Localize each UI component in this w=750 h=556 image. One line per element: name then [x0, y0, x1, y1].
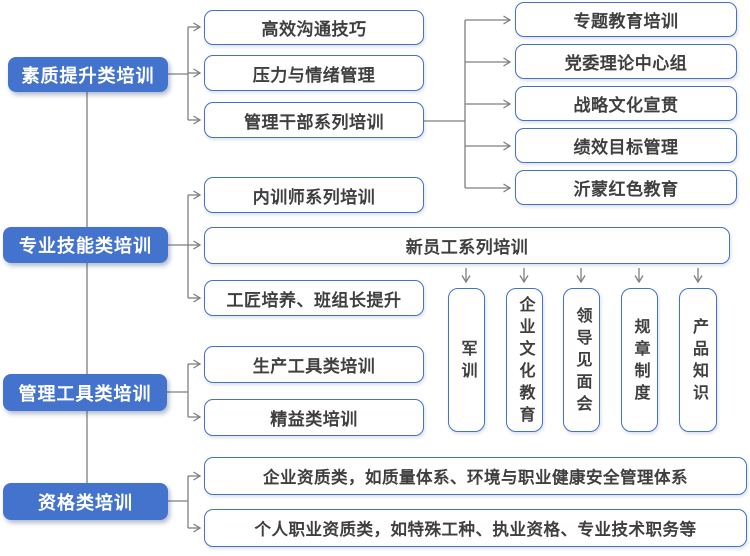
item-new-employee-training: 新员工系列培训 — [204, 227, 730, 264]
item-production-tools-training: 生产工具类培训 — [204, 346, 424, 383]
category-management-tools: 管理工具类培训 — [3, 374, 167, 411]
category-quality-improvement: 素质提升类培训 — [8, 57, 168, 92]
item-personal-qualification: 个人职业资质类，如特殊工种、执业资格、专业技术职务等 — [204, 509, 747, 547]
item-stress-emotion-management: 压力与情绪管理 — [204, 55, 424, 91]
subitem-party-committee-theory-group: 党委理论中心组 — [515, 44, 737, 79]
subitem-special-education-training: 专题教育培训 — [515, 2, 737, 37]
item-enterprise-qualification: 企业资质类，如质量体系、环境与职业健康安全管理体系 — [204, 457, 747, 495]
subitem-corporate-culture-education: 企业文化教育 — [506, 288, 543, 432]
subitem-leadership-meeting: 领导见面会 — [563, 288, 600, 432]
category-professional-skills: 专业技能类培训 — [3, 227, 168, 263]
subitem-military-training: 军训 — [448, 288, 485, 432]
category-qualification: 资格类培训 — [3, 483, 168, 520]
item-craftsman-team-leader: 工匠培养、班组长提升 — [204, 280, 424, 316]
item-communication-skills: 高效沟通技巧 — [204, 10, 424, 45]
item-management-cadre-training: 管理干部系列培训 — [204, 102, 424, 138]
subitem-product-knowledge: 产品知识 — [679, 288, 717, 432]
subitem-performance-goal-management: 绩效目标管理 — [515, 128, 737, 163]
subitem-strategy-culture-promotion: 战略文化宣贯 — [515, 86, 737, 121]
subitem-rules-regulations: 规章制度 — [621, 288, 658, 432]
item-lean-training: 精益类培训 — [204, 399, 424, 436]
item-internal-trainer-training: 内训师系列培训 — [204, 177, 424, 213]
subitem-yimeng-red-education: 沂蒙红色教育 — [515, 170, 737, 205]
